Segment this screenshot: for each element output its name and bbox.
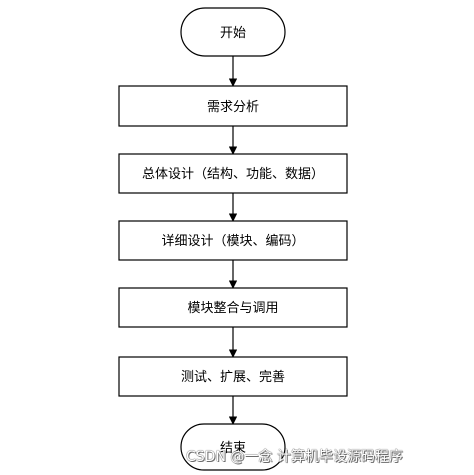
node-start-label: 开始 (220, 26, 246, 41)
node-integration: 模块整合与调用 (118, 287, 348, 328)
node-analysis-label: 需求分析 (207, 100, 259, 115)
node-analysis: 需求分析 (118, 85, 348, 127)
node-detail-design-label: 详细设计（模块、编码） (161, 234, 304, 249)
watermark: CSDN @一念 计算机毕设源码程序 (186, 449, 403, 465)
node-overall-design-label: 总体设计（结构、功能、数据） (142, 167, 324, 182)
node-testing: 测试、扩展、完善 (118, 356, 348, 397)
node-overall-design: 总体设计（结构、功能、数据） (118, 153, 348, 194)
node-detail-design: 详细设计（模块、编码） (118, 220, 348, 261)
node-start: 开始 (180, 7, 286, 57)
node-integration-label: 模块整合与调用 (187, 301, 278, 316)
node-end: 结束 (180, 423, 286, 471)
node-testing-label: 测试、扩展、完善 (181, 369, 285, 385)
node-end-label: 结束 (220, 441, 246, 456)
